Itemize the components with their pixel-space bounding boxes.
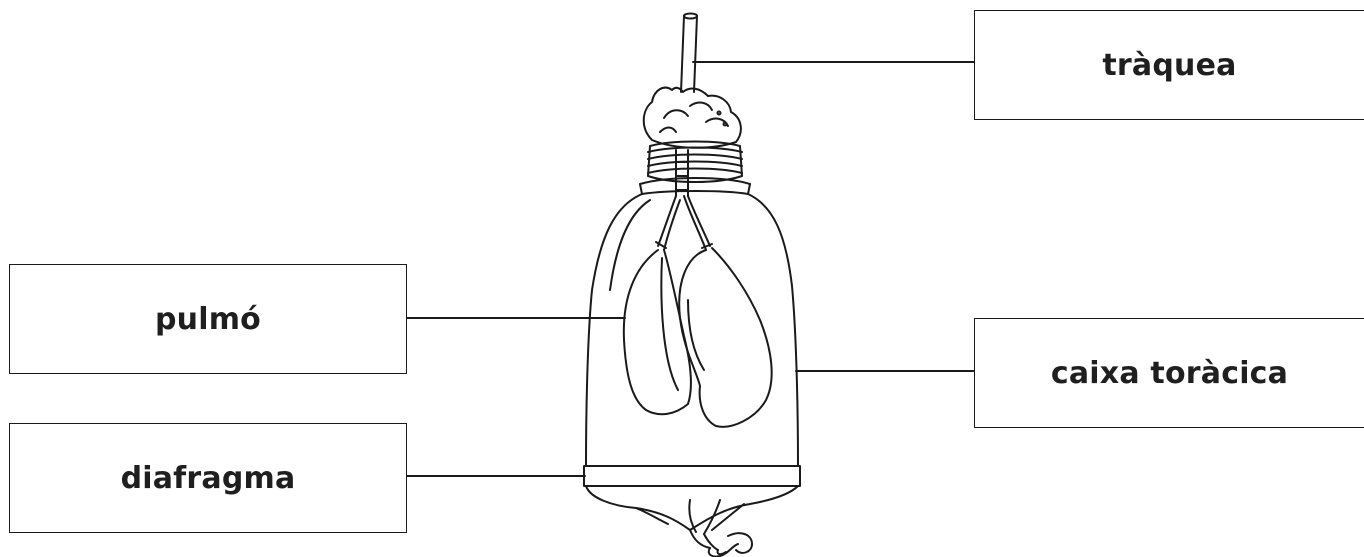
bronchi-tubes	[655, 149, 713, 251]
label-trachea: tràquea	[1102, 47, 1237, 83]
label-box-ribcage: caixa toràcica	[974, 318, 1364, 428]
label-box-lung: pulmó	[9, 264, 407, 374]
rubber-membrane	[583, 465, 801, 551]
bottle-body	[585, 193, 799, 467]
label-ribcage: caixa toràcica	[1050, 355, 1289, 391]
label-lung: pulmó	[155, 301, 261, 337]
straw-tube	[680, 12, 698, 93]
label-box-diaphragm: diafragma	[9, 423, 407, 533]
label-box-trachea: tràquea	[974, 10, 1364, 120]
membrane-knot	[707, 532, 753, 557]
balloon-lungs	[622, 247, 773, 428]
bottle-neck	[639, 140, 751, 195]
label-diaphragm: diafragma	[120, 460, 296, 496]
clay-seal	[642, 86, 742, 149]
